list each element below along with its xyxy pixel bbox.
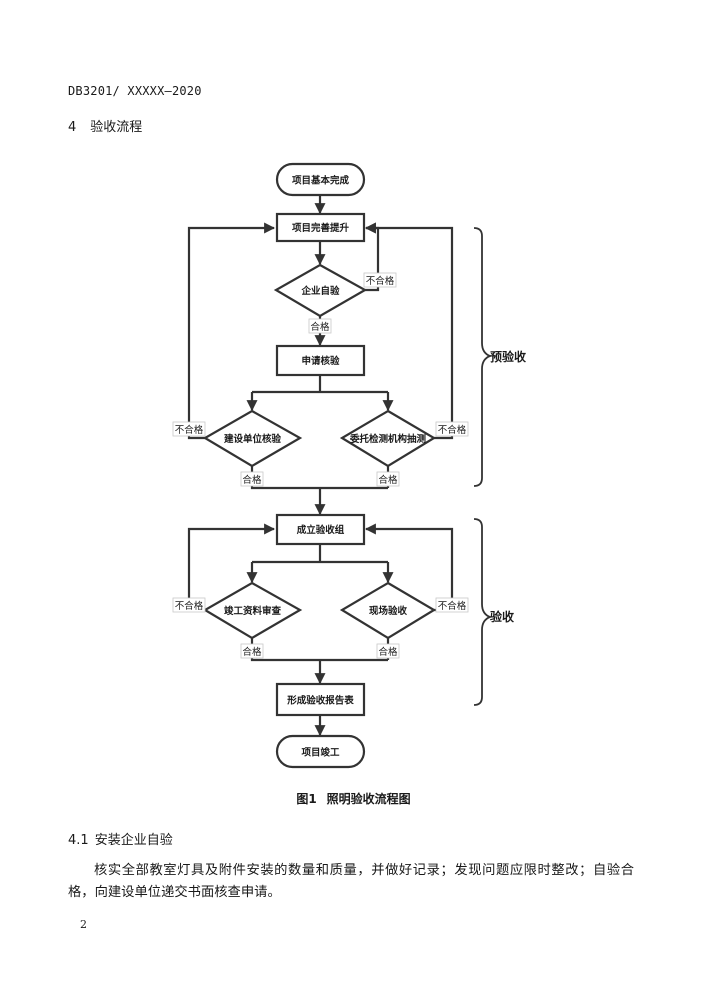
tag-agency-fail-label: 不合格 [438, 424, 467, 436]
arrow-owner-fail [187, 222, 276, 440]
tag-site-fail: 不合格 [435, 597, 469, 613]
tag-owner-fail: 不合格 [172, 421, 206, 437]
node-agency-check: 委托检测机构抽测 [339, 409, 437, 468]
subsection-title: 安装企业自验 [94, 833, 173, 848]
node-improve-label: 项目完善提升 [292, 222, 350, 234]
figure-number: 图1 [296, 792, 317, 806]
tag-site-fail-label: 不合格 [438, 600, 467, 612]
node-self-check-label: 企业自验 [300, 285, 340, 297]
split-line-apply [252, 374, 388, 394]
bracket-final-acceptance [473, 518, 493, 706]
tag-self-check-fail-label: 不合格 [366, 275, 395, 287]
tag-doc-pass: 合格 [240, 643, 264, 659]
section-number: 4 [68, 120, 77, 135]
tag-self-check-pass: 合格 [308, 318, 332, 334]
node-form-group-label: 成立验收组 [297, 524, 345, 536]
node-doc-review: 竣工资料审查 [202, 581, 303, 640]
split-line-group [252, 543, 388, 564]
merge-line-pre [250, 466, 390, 490]
figure-caption: 图1 照明验收流程图 [0, 790, 707, 807]
tag-owner-pass: 合格 [240, 471, 264, 487]
node-form-group: 成立验收组 [275, 513, 366, 546]
node-apply-label: 申请核验 [301, 355, 340, 367]
tag-self-check-pass-label: 合格 [310, 321, 330, 333]
phase-pre-acceptance-label: 预验收 [490, 349, 526, 364]
node-site-check: 现场验收 [339, 581, 437, 640]
tag-doc-pass-label: 合格 [242, 646, 262, 658]
tag-agency-fail: 不合格 [435, 421, 469, 437]
tag-doc-fail: 不合格 [172, 597, 206, 613]
tag-doc-fail-label: 不合格 [175, 600, 204, 612]
arrow-agency-fail [364, 222, 454, 440]
section-title: 验收流程 [90, 120, 143, 135]
node-site-check-label: 现场验收 [369, 605, 408, 617]
tag-agency-pass-label: 合格 [378, 474, 398, 486]
tag-agency-pass: 合格 [376, 471, 400, 487]
node-start: 项目基本完成 [275, 162, 366, 197]
phase-final-acceptance-label: 验收 [490, 609, 514, 624]
node-self-check: 企业自验 [273, 263, 368, 318]
merge-line-final [250, 638, 390, 662]
node-report: 形成验收报告表 [275, 682, 366, 717]
tag-site-pass-label: 合格 [378, 646, 398, 658]
acceptance-flowchart: 项目基本完成 项目完善提升 企业自验 申请核验 建设单位核验 委托检测机构抽测 … [172, 162, 526, 769]
document-code: DB3201/ XXXXX—2020 [68, 84, 202, 98]
node-owner-check: 建设单位核验 [202, 409, 303, 468]
figure-title: 照明验收流程图 [326, 792, 411, 806]
tag-site-pass: 合格 [376, 643, 400, 659]
section-heading: 4 验收流程 [68, 116, 142, 135]
body-paragraph: 核实全部教室灯具及附件安装的数量和质量，并做好记录；发现问题应限时整改；自验合格… [68, 863, 634, 900]
node-agency-check-label: 委托检测机构抽测 [349, 433, 427, 445]
node-apply: 申请核验 [275, 344, 366, 377]
node-end: 项目竣工 [275, 734, 366, 769]
page-number: 2 [80, 918, 87, 931]
subsection-heading: 4.1 安装企业自验 [68, 829, 173, 848]
bracket-pre-acceptance [473, 227, 493, 487]
node-start-label: 项目基本完成 [292, 175, 350, 187]
node-owner-check-label: 建设单位核验 [223, 433, 282, 445]
tag-self-check-fail: 不合格 [363, 272, 397, 288]
node-end-label: 项目竣工 [301, 747, 340, 759]
node-doc-review-label: 竣工资料审查 [224, 605, 282, 617]
tag-owner-fail-label: 不合格 [175, 424, 204, 436]
subsection-number: 4.1 [68, 833, 89, 848]
node-report-label: 形成验收报告表 [287, 695, 354, 707]
tag-owner-pass-label: 合格 [242, 474, 262, 486]
node-improve: 项目完善提升 [275, 212, 366, 243]
